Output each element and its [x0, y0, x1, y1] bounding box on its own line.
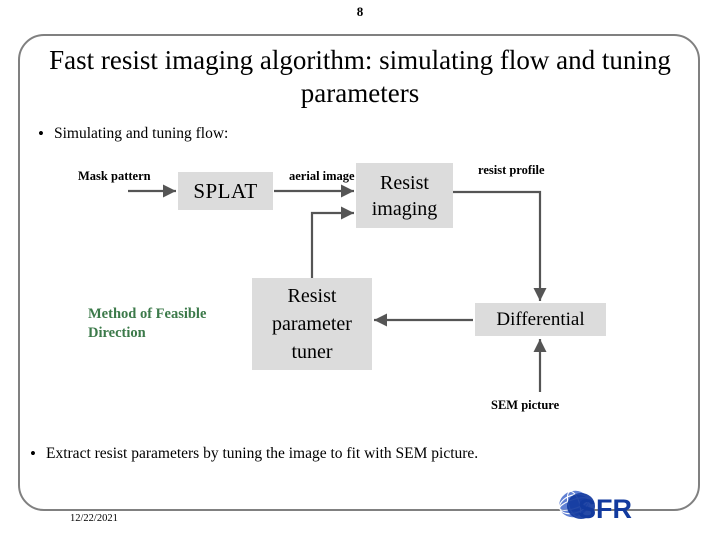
- bullet-text-2: Extract resist parameters by tuning the …: [46, 445, 479, 462]
- sfr-logo-text: SFR: [578, 494, 632, 524]
- page-number: 8: [356, 4, 364, 19]
- bullet-marker-icon: •: [38, 124, 44, 143]
- label-line: aerial image: [289, 169, 355, 183]
- diagram-node-resist-imaging[interactable]: Resist imaging: [356, 163, 453, 228]
- sfr-logo-graphic: SFR: [558, 490, 632, 524]
- globe-swirl-icon: [558, 490, 595, 519]
- footer-date: 12/22/2021: [70, 513, 118, 524]
- diagram-node-splat[interactable]: SPLAT: [178, 172, 273, 210]
- bullet-item-2: • Extract resist parameters by tuning th…: [30, 444, 478, 464]
- page-title: Fast resist imaging algorithm: simulatin…: [49, 45, 671, 108]
- diagram-node-resist-parameter-tuner[interactable]: Resist parameter tuner: [252, 278, 372, 370]
- diagram-label-sem-picture: SEM picture: [491, 398, 560, 412]
- bullet-marker-icon: •: [30, 444, 36, 463]
- bullet-item-1: • Simulating and tuning flow:: [38, 124, 228, 144]
- diagram-node-differential[interactable]: Differential: [475, 303, 606, 336]
- sfr-logo: SFR: [548, 487, 650, 527]
- diagram-label-method-of-feasible-direction: Method of Feasible Direction: [88, 306, 207, 341]
- slide-frame-border: [18, 34, 700, 511]
- diagram-label-resist-profile: resist profile: [478, 163, 545, 177]
- label-line: Mask pattern: [78, 169, 151, 183]
- diagram-label-aerial-image: aerial image: [289, 168, 355, 184]
- bullet-text-1: Simulating and tuning flow:: [54, 125, 229, 142]
- diagram-label-mask-pattern: Mask pattern: [78, 168, 151, 184]
